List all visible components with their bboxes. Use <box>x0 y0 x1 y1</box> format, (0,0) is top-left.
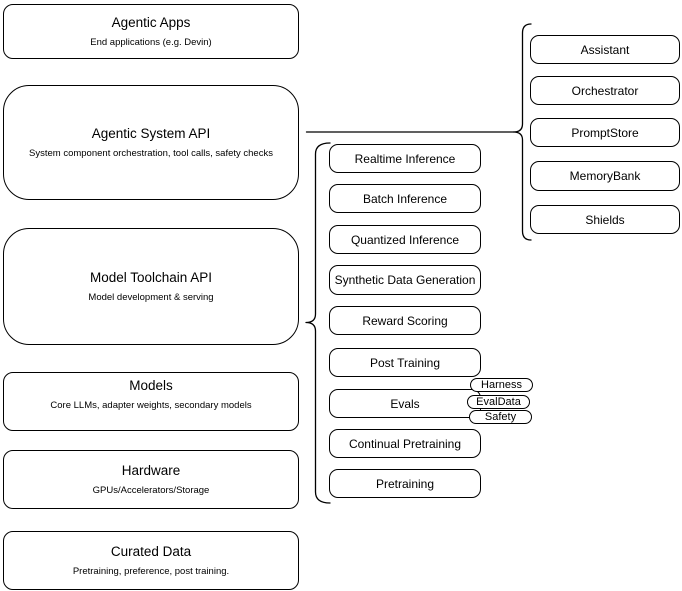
node-subtitle: GPUs/Accelerators/Storage <box>92 484 210 496</box>
node-subtitle: System component orchestration, tool cal… <box>29 147 273 159</box>
node-subtitle: Model development & serving <box>88 291 214 303</box>
system-node-orchestrator: Orchestrator <box>530 76 680 105</box>
node-hardware: Hardware GPUs/Accelerators/Storage <box>3 450 299 509</box>
evals-tag-evaldata: EvalData <box>467 395 530 409</box>
toolchain-node-reward-scoring: Reward Scoring <box>329 306 481 335</box>
toolchain-node-post-training: Post Training <box>329 348 481 377</box>
node-title: Hardware <box>121 463 181 479</box>
system-node-assistant: Assistant <box>530 35 680 64</box>
system-node-promptstore: PromptStore <box>530 118 680 147</box>
evals-tag-harness: Harness <box>470 378 533 392</box>
toolchain-node-evals: Evals <box>329 389 481 418</box>
node-subtitle: Pretraining, preference, post training. <box>72 565 230 577</box>
system-group-brace <box>512 23 532 241</box>
node-model-toolchain-api: Model Toolchain API Model development & … <box>3 228 299 345</box>
node-subtitle: Core LLMs, adapter weights, secondary mo… <box>50 399 252 411</box>
node-title: Model Toolchain API <box>89 270 213 286</box>
toolchain-node-realtime-inference: Realtime Inference <box>329 144 481 173</box>
toolchain-group-brace <box>305 142 331 504</box>
toolchain-node-continual-pretraining: Continual Pretraining <box>329 429 481 458</box>
node-title: Models <box>129 378 173 394</box>
evals-tag-safety: Safety <box>469 410 532 424</box>
node-agentic-system-api: Agentic System API System component orch… <box>3 85 299 200</box>
system-node-memorybank: MemoryBank <box>530 161 680 191</box>
toolchain-node-synthetic-data-generation: Synthetic Data Generation <box>329 265 481 295</box>
node-subtitle: End applications (e.g. Devin) <box>90 36 212 48</box>
system-node-shields: Shields <box>530 205 680 234</box>
toolchain-node-batch-inference: Batch Inference <box>329 184 481 213</box>
toolchain-node-quantized-inference: Quantized Inference <box>329 225 481 254</box>
node-title: Agentic System API <box>91 126 211 142</box>
node-title: Curated Data <box>110 544 192 560</box>
node-models: Models Core LLMs, adapter weights, secon… <box>3 372 299 431</box>
node-agentic-apps: Agentic Apps End applications (e.g. Devi… <box>3 4 299 59</box>
node-curated-data: Curated Data Pretraining, preference, po… <box>3 531 299 590</box>
toolchain-node-pretraining: Pretraining <box>329 469 481 498</box>
node-title: Agentic Apps <box>111 15 191 31</box>
